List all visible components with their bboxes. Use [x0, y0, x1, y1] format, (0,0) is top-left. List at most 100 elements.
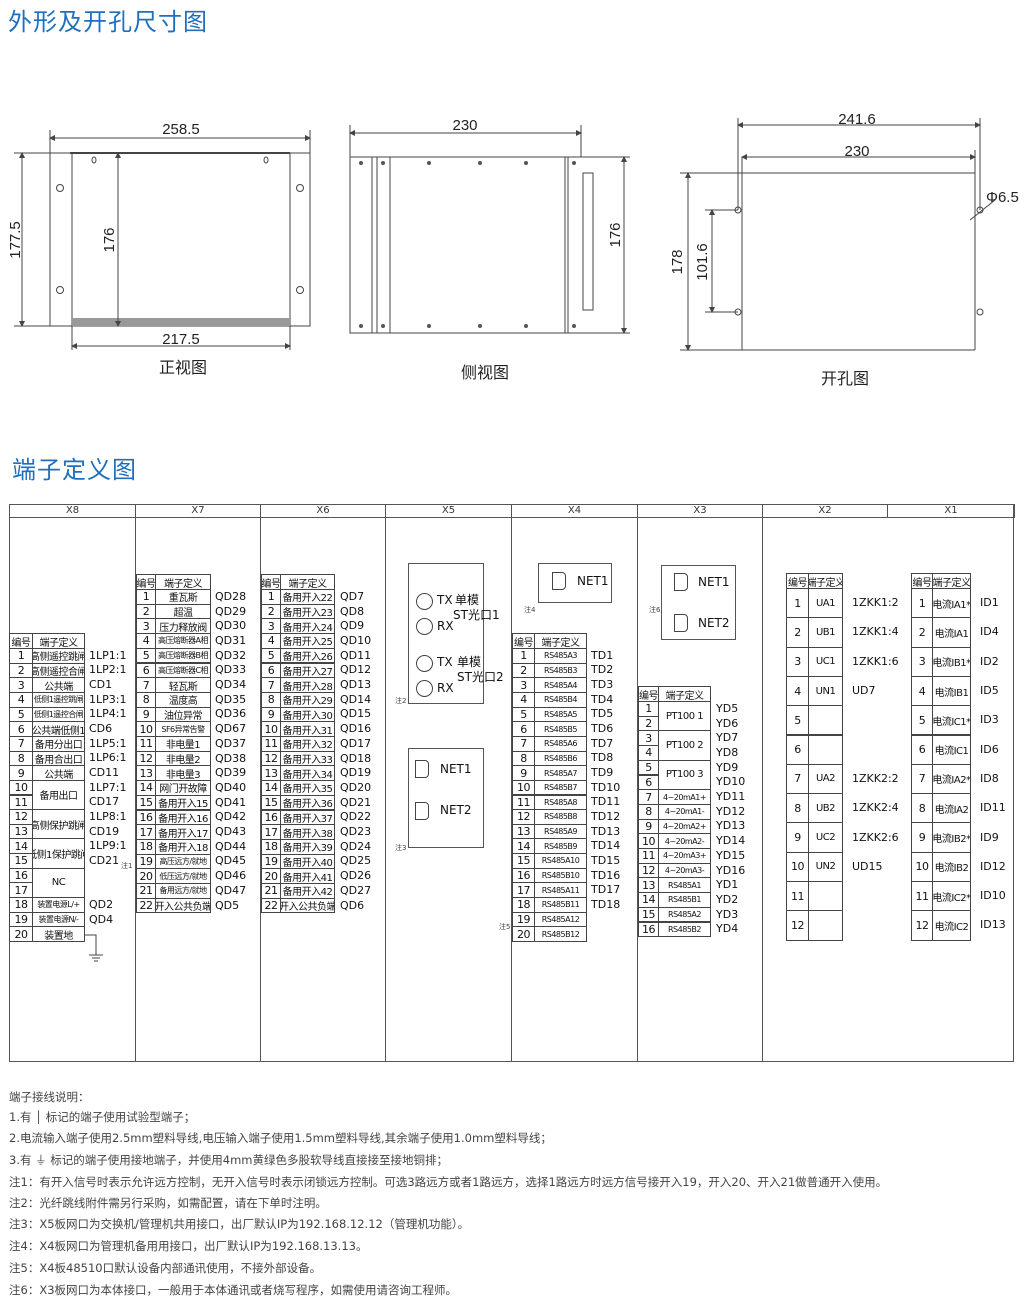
hole-diameter-label: Φ6.5 — [986, 189, 1019, 206]
board-header-x7: X7 — [135, 504, 261, 518]
terminal-number: 3 — [512, 677, 535, 693]
terminal-definition: RS485B8 — [534, 809, 587, 825]
terminal-definition: 备用开入35 — [280, 780, 335, 796]
terminal-definition: 低侧1遥控合闸 — [32, 706, 85, 723]
terminal-number: 7 — [136, 677, 156, 693]
terminal-number: 18 — [9, 897, 33, 913]
col-header-def: 端子定义 — [32, 633, 85, 649]
port1-label: ST光口1 — [453, 608, 500, 622]
board-divider — [385, 504, 386, 1062]
terminal-code: 1ZKK2:2 — [852, 771, 899, 785]
terminal-definition: 轻瓦斯 — [155, 677, 211, 693]
note-tag-4: 注4 — [524, 606, 536, 614]
terminal-code: QD43 — [215, 825, 247, 839]
terminal-number: 12 — [786, 910, 809, 941]
terminal-definition: 备用开入38 — [280, 824, 335, 840]
terminal-code: QD8 — [340, 604, 365, 618]
terminal-code: ID9 — [980, 830, 999, 844]
terminal-code: QD36 — [215, 707, 247, 721]
terminal-number: 11 — [136, 736, 156, 752]
terminal-number: 5 — [911, 705, 933, 736]
terminal-number: 5 — [9, 706, 33, 723]
terminal-number: 14 — [9, 838, 33, 855]
x4-net-module — [538, 563, 612, 603]
terminal-number: 12 — [9, 809, 33, 825]
terminal-code: QD14 — [340, 692, 372, 706]
terminal-number: 1 — [786, 588, 809, 619]
terminal-number: 9 — [136, 706, 156, 723]
terminal-definition: UB1 — [808, 617, 843, 648]
terminal-definition: 备用开入31 — [280, 721, 335, 737]
terminal-definition: 备用开入32 — [280, 736, 335, 752]
terminal-definition: 4~20mA3+ — [658, 848, 711, 864]
terminal-number: 16 — [261, 809, 281, 826]
terminal-code: 1LP1:1 — [89, 648, 127, 662]
terminal-number: 7 — [911, 763, 933, 795]
terminal-number: 17 — [261, 824, 281, 840]
terminal-code: QD9 — [340, 619, 365, 633]
terminal-number: 11 — [9, 794, 33, 811]
terminal-code: 1LP3:1 — [89, 692, 127, 706]
front-view-label: 正视图 — [159, 359, 207, 377]
terminal-number: 19 — [136, 853, 156, 870]
terminal-definition: 电流IB1* — [932, 646, 971, 677]
terminal-number: 7 — [512, 735, 535, 752]
terminal-code: YD12 — [716, 804, 746, 818]
cutout-view-label: 开孔图 — [821, 370, 869, 388]
terminal-number: 17 — [9, 882, 33, 899]
terminal-number: 6 — [9, 721, 33, 737]
terminal-number: 8 — [136, 691, 156, 708]
port2-mode: 单模 — [457, 655, 482, 669]
col-header-num: 编号 — [512, 633, 535, 649]
terminal-definition: 重瓦斯 — [155, 589, 211, 605]
terminal-number: 20 — [261, 868, 281, 884]
terminal-code: QD13 — [340, 678, 372, 692]
terminal-code: QD2 — [89, 897, 114, 911]
col-header-num: 编号 — [261, 574, 281, 590]
terminal-definition: 备用开入25 — [280, 633, 335, 649]
terminal-definition: UC2 — [808, 822, 843, 853]
note-line: 注4：X4板网口为管理机备用用接口，出厂默认IP为192.168.13.13。 — [9, 1239, 368, 1253]
terminal-definition: 装置电源N/- — [32, 911, 85, 928]
terminal-code: ID2 — [980, 654, 999, 668]
ethernet-port-icon — [674, 614, 688, 632]
terminal-definition: SF6异常告警 — [155, 721, 211, 737]
terminal-definition: 4~20mA1+ — [658, 789, 711, 805]
terminal-number: 10 — [136, 721, 156, 737]
front-inner-height-label: 176 — [101, 227, 118, 252]
terminal-code: ID8 — [980, 771, 999, 785]
col-header-def: 端子定义 — [155, 574, 211, 590]
terminal-definition: 油位异常 — [155, 706, 211, 723]
terminal-definition: 备用开入27 — [280, 662, 335, 679]
terminal-number: 5 — [512, 706, 535, 723]
terminal-definition: 备用开入15 — [155, 794, 211, 811]
terminal-code: QD4 — [89, 912, 114, 926]
terminal-definition: 装置电源L/+ — [32, 897, 85, 913]
side-depth-label: 230 — [452, 117, 477, 134]
terminal-code: YD15 — [716, 848, 746, 862]
terminal-number: 7 — [786, 763, 809, 795]
terminal-definition: UC1 — [808, 646, 843, 677]
terminal-number: 11 — [512, 794, 535, 811]
terminal-number: 9 — [261, 706, 281, 723]
note-line: 注2：光纤跳线附件需另行采购，如需配置，请在下单时注明。 — [9, 1196, 327, 1210]
terminal-code: TD15 — [591, 853, 621, 867]
terminal-code: TD6 — [591, 722, 614, 736]
board-divider — [511, 504, 512, 1062]
terminal-number: 2 — [9, 662, 33, 679]
terminal-definition: RS485A5 — [534, 706, 587, 723]
terminal-code: UD15 — [852, 859, 883, 873]
fiber-port-icon — [416, 593, 433, 610]
terminal-number: 17 — [136, 824, 156, 840]
terminal-number: 11 — [786, 881, 809, 912]
net1-label: NET1 — [440, 762, 472, 776]
col-header-def: 端子定义 — [280, 574, 335, 590]
terminal-number: 20 — [512, 926, 535, 942]
terminal-code: QD16 — [340, 722, 372, 736]
terminal-code: 1ZKK1:2 — [852, 596, 899, 610]
terminal-code: YD13 — [716, 819, 746, 833]
col-header-num: 编号 — [9, 633, 33, 649]
terminal-code: QD24 — [340, 839, 372, 853]
terminal-code: CD6 — [89, 722, 113, 736]
terminal-definition: 备用合出口 — [32, 750, 85, 767]
